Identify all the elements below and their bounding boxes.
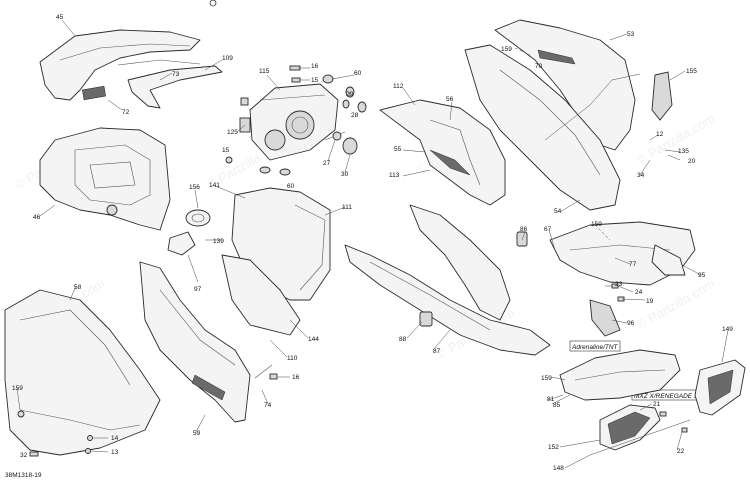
callout: 24 <box>635 289 643 296</box>
callout: 159 <box>541 375 552 382</box>
callout: 15 <box>222 147 230 154</box>
callout: 46 <box>33 214 41 221</box>
callout: 28 <box>351 112 359 119</box>
callout: 149 <box>722 326 733 333</box>
callout: 152 <box>548 444 559 451</box>
callout: 115 <box>259 68 270 75</box>
part-96-wedge <box>589 283 625 337</box>
callout: 29 <box>346 91 354 98</box>
callout: 125 <box>227 129 238 136</box>
callout: 34 <box>637 172 645 179</box>
callout: 156 <box>189 184 200 191</box>
part-86-88-clips <box>419 231 528 327</box>
part-149-vent <box>694 359 746 416</box>
watermark-4: © Partzilla.com <box>634 111 717 168</box>
part-115-headlight <box>239 83 339 161</box>
callout: 59 <box>193 430 201 437</box>
callout: 56 <box>446 96 454 103</box>
callout: 58 <box>74 284 82 291</box>
callout: 23 <box>615 281 623 288</box>
callout: 96 <box>627 320 635 327</box>
callout: 159 <box>591 221 602 228</box>
part-152-vent <box>599 404 688 451</box>
callout: 19 <box>646 298 654 305</box>
hardware-16-15-60 <box>225 65 367 176</box>
callout: 27 <box>323 160 331 167</box>
callout: 15 <box>311 77 319 84</box>
callout: 54 <box>554 208 562 215</box>
callout: 16 <box>292 374 300 381</box>
callout-layer: 45 109 73 72 115 16 15 60 29 112 28 56 1… <box>12 14 733 472</box>
model-label-mxz-text: MXZ X/RENEGADE X <box>634 393 699 400</box>
callout: 45 <box>56 14 64 21</box>
callout: 67 <box>544 226 552 233</box>
part-53-right-panel <box>464 19 673 211</box>
callout: 87 <box>433 348 441 355</box>
callout: 139 <box>213 238 224 245</box>
part-111-inner-panel <box>221 187 331 336</box>
callout: 73 <box>172 71 180 78</box>
part-95-deflector <box>549 221 696 286</box>
part-109-side-strip <box>127 65 223 109</box>
callout: 53 <box>627 31 635 38</box>
callout: 85 <box>553 402 561 409</box>
model-label-adrenaline: Adrenaline/TNT <box>569 340 621 352</box>
callout: 13 <box>111 449 119 456</box>
callout: 16 <box>311 63 319 70</box>
callout: 20 <box>688 158 696 165</box>
callout: 74 <box>264 402 272 409</box>
callout: 144 <box>308 336 319 343</box>
callout: 155 <box>686 68 697 75</box>
callout: 12 <box>656 131 664 138</box>
callout: 95 <box>698 272 706 279</box>
callout: 110 <box>287 355 298 362</box>
callout: 14 <box>111 435 119 442</box>
part-85-lower-deflector <box>559 349 681 401</box>
callout: 88 <box>399 336 407 343</box>
callout: 148 <box>553 465 564 472</box>
callout: 21 <box>653 401 661 408</box>
callout: 141 <box>209 182 220 189</box>
callout: 22 <box>677 448 685 455</box>
leader-lines <box>16 19 729 469</box>
reference-circle <box>209 0 217 7</box>
callout: 159 <box>501 46 512 53</box>
callout: 60 <box>287 183 295 190</box>
callout: 135 <box>678 148 689 155</box>
document-id: 38M1318-19 <box>5 472 42 479</box>
callout: 55 <box>394 146 402 153</box>
callout: 77 <box>629 261 637 268</box>
callout: 159 <box>12 385 23 392</box>
callout: 112 <box>393 83 404 90</box>
part-45-upper-cowl <box>39 29 201 101</box>
callout: 113 <box>389 172 400 179</box>
callout: 81 <box>547 396 555 403</box>
part-59-lower-side-panel <box>139 261 278 423</box>
callout: 32 <box>20 452 28 459</box>
callout: 72 <box>122 109 130 116</box>
callout: 86 <box>520 226 528 233</box>
callout: 60 <box>354 70 362 77</box>
part-46-console <box>39 127 171 231</box>
callout: 111 <box>342 204 352 211</box>
callout: 97 <box>194 286 202 293</box>
model-label-adrenaline-text: Adrenaline/TNT <box>571 344 619 351</box>
part-112-side-panel <box>379 99 506 206</box>
callout: 109 <box>222 55 233 62</box>
part-87-lower-trim <box>344 204 551 356</box>
callout: 70 <box>535 63 543 70</box>
part-58-front-panel <box>4 289 161 457</box>
callout: 30 <box>341 171 349 178</box>
part-156-97-bracket <box>167 209 211 256</box>
